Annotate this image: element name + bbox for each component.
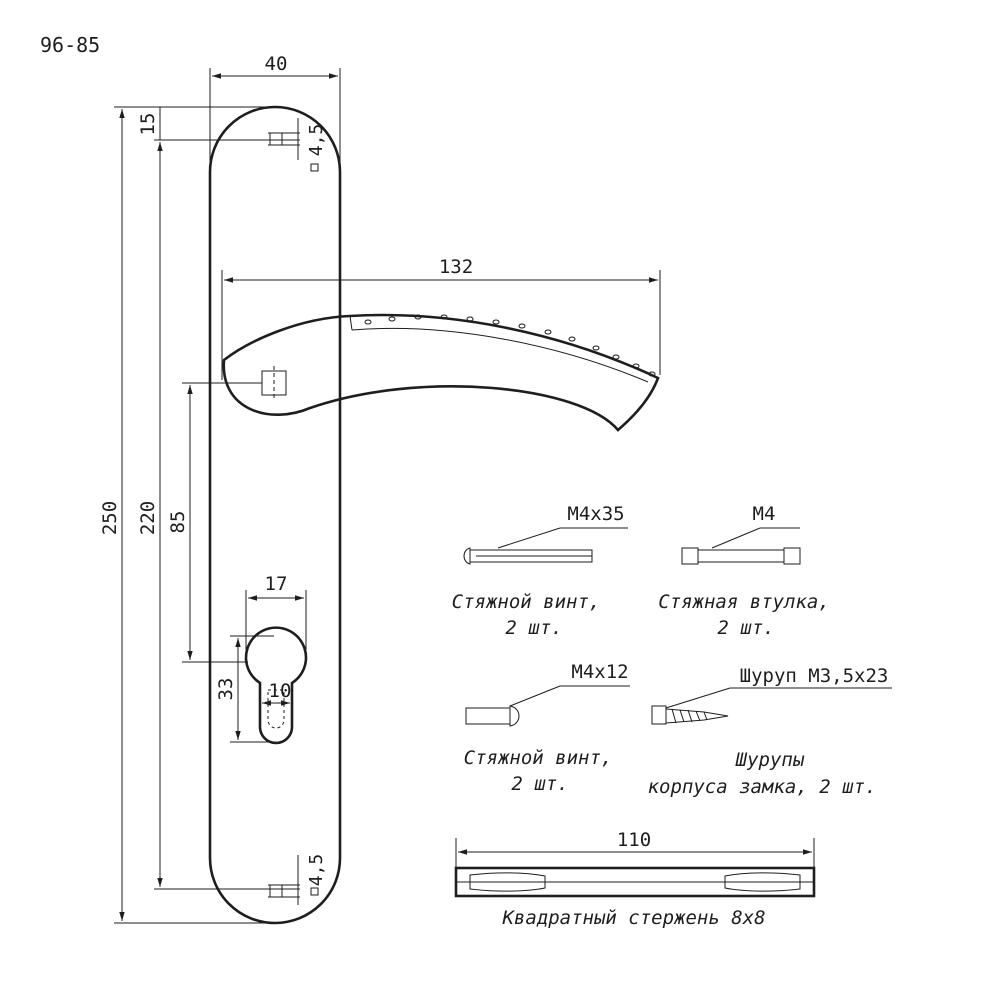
dim-bottom-hole: 4,5 (306, 854, 327, 887)
bottom-hole-mark (269, 884, 283, 898)
dim-top-hole: 4,5 (306, 124, 327, 157)
wood-screw-spec: Шуруп M3,5x23 (740, 665, 889, 687)
screw-short-label: Стяжной винт, (464, 747, 613, 769)
wood-screw-label: Шурупы (735, 749, 805, 771)
part-sleeve: M4 Стяжная втулка, 2 шт. (658, 503, 830, 639)
cylinder-keyhole (244, 626, 308, 745)
screw-long-label: Стяжной винт, (452, 591, 601, 613)
sleeve-spec: M4 (753, 503, 776, 525)
dim-top-offset: 15 (137, 113, 159, 136)
dim-cyl-height: 33 (215, 678, 237, 701)
dim-cyl-width: 17 (265, 573, 288, 595)
dim-handle-to-cylinder: 85 (167, 511, 189, 534)
lever-handle (222, 313, 660, 432)
sleeve-qty: 2 шт. (717, 617, 774, 639)
screw-long-spec: M4x35 (567, 503, 624, 525)
dim-cyl-slot: 10 (269, 680, 292, 702)
wood-screw-qty: корпуса замка, 2 шт. (648, 776, 877, 798)
dim-total-height: 250 (99, 501, 121, 535)
dim-width-top: 40 (265, 53, 288, 75)
backplate (208, 105, 342, 925)
drawing-code: 96-85 (40, 33, 100, 57)
screw-short-qty: 2 шт. (511, 773, 568, 795)
part-screw-long: M4x35 Стяжной винт, 2 шт. (452, 503, 628, 639)
part-wood-screw: Шуруп M3,5x23 Шурупы корпуса замка, 2 шт… (648, 665, 892, 798)
sleeve-label: Стяжная втулка, (658, 591, 830, 613)
dim-hole-spacing: 220 (137, 501, 159, 535)
screw-short-spec: M4x12 (571, 661, 628, 683)
top-hole-mark (269, 132, 283, 146)
dim-handle-length: 132 (439, 256, 473, 278)
screw-long-qty: 2 шт. (505, 617, 562, 639)
part-square-bar: 110 Квадратный стержень 8x8 (454, 829, 816, 929)
handle-decor-dots (364, 314, 656, 377)
square-bar-label: Квадратный стержень 8x8 (501, 907, 765, 929)
part-screw-short: M4x12 Стяжной винт, 2 шт. (464, 661, 630, 795)
dim-bar-length: 110 (617, 829, 651, 851)
dimension-lines: 40 250 220 15 4,5 85 132 17 (99, 53, 661, 924)
